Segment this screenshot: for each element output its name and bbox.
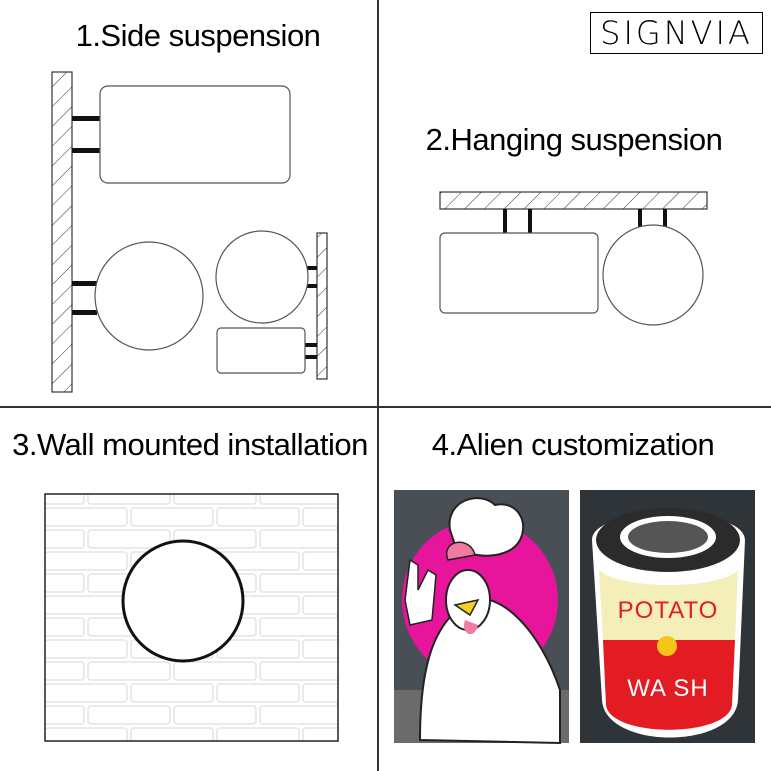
bracket (72, 148, 100, 153)
round-sign (94, 241, 204, 351)
chicken-sign-photo (394, 490, 569, 745)
panel-4-title: 4.Alien customization (431, 427, 715, 462)
hanging-suspension-diagram (439, 191, 708, 326)
bracket (305, 343, 317, 347)
bracket (306, 266, 317, 270)
horizontal-divider (0, 406, 771, 408)
can-text-wash: WA SH (627, 675, 709, 702)
panel-1-title: 1.Side suspension (75, 18, 321, 53)
side-suspension-diagram (51, 71, 328, 393)
small-rectangle-sign (216, 327, 306, 374)
wall-left (51, 71, 73, 393)
bracket (72, 281, 97, 286)
hanging-rectangle-sign (439, 232, 599, 314)
vertical-divider (377, 0, 379, 771)
signvia-logo: SIGNVIA (590, 12, 763, 54)
bracket (305, 355, 317, 359)
potato-wash-sign-photo (580, 490, 755, 743)
panel-2-title: 2.Hanging suspension (425, 122, 723, 157)
can-text-potato: POTATO (617, 597, 719, 624)
wall-right (316, 232, 328, 380)
small-round-sign (215, 230, 309, 324)
wall-round-sign (121, 539, 245, 663)
panel-3-title: 3.Wall mounted installation (12, 427, 368, 462)
bracket (306, 284, 317, 288)
bracket (72, 310, 97, 315)
hanging-round-sign (602, 224, 704, 326)
wall-mounted-diagram (44, 493, 339, 742)
ceiling-bar (439, 191, 708, 210)
rectangle-sign (99, 85, 291, 184)
bracket (72, 116, 100, 121)
